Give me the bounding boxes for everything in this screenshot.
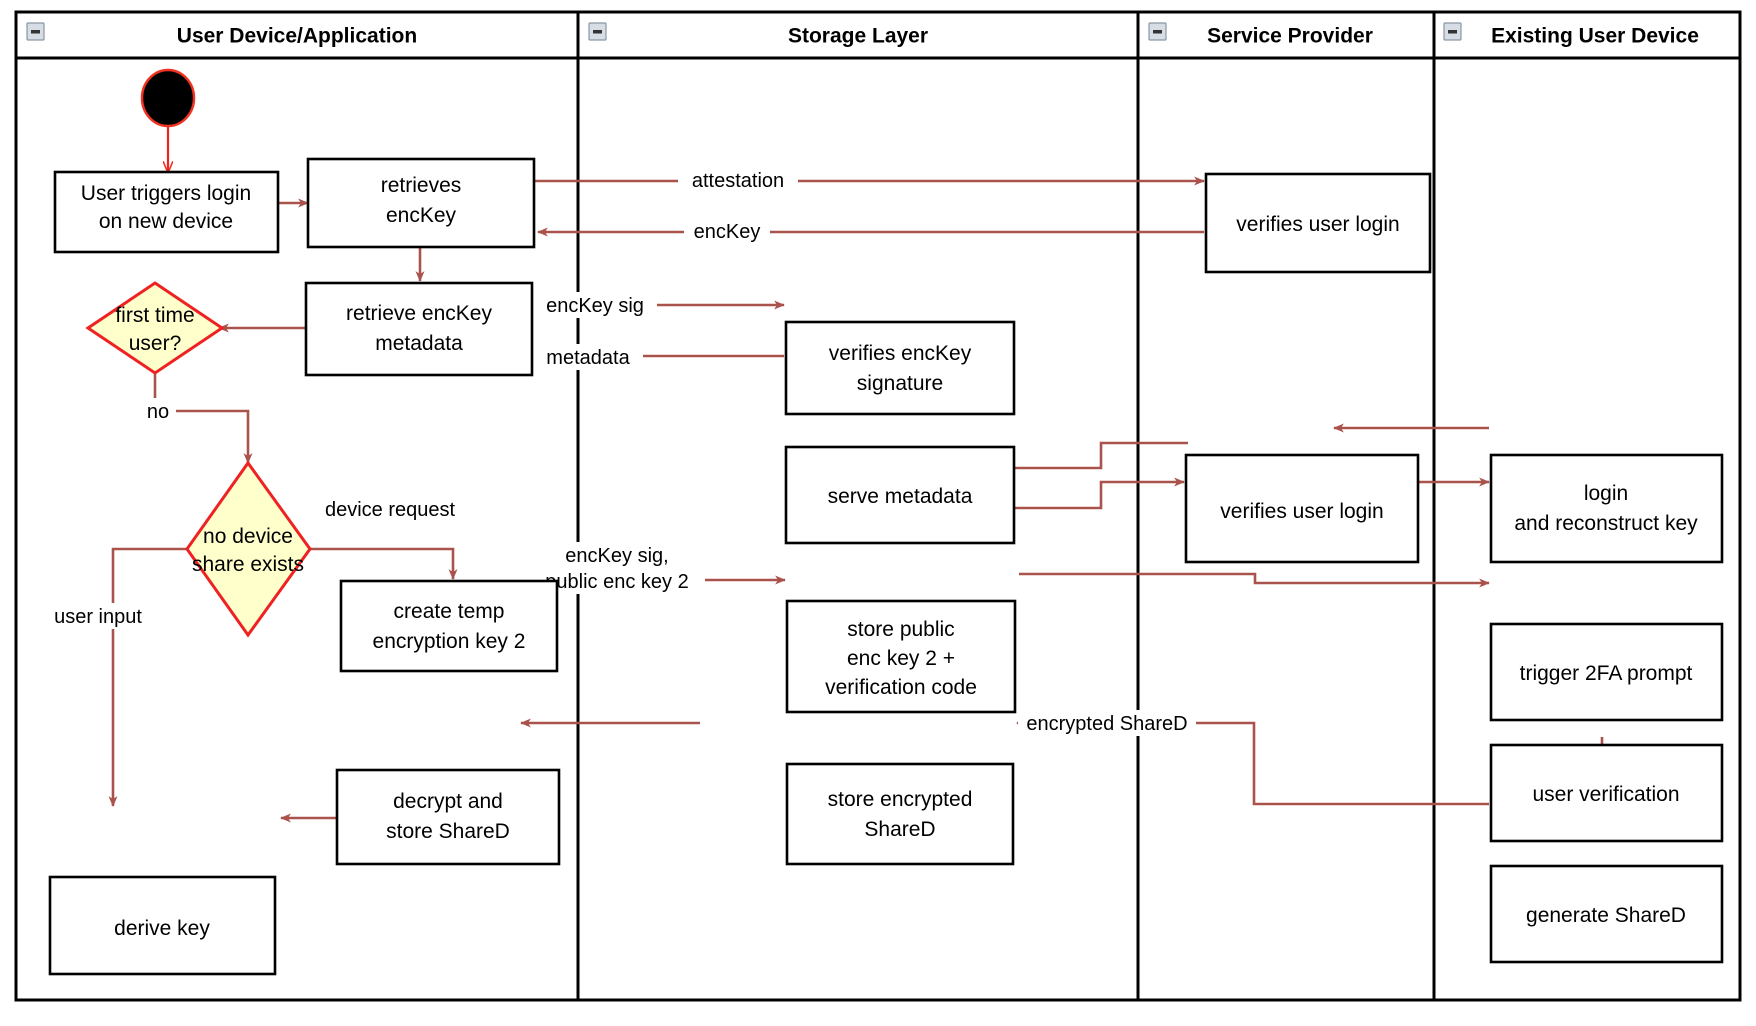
edge-label-enckey: encKey [694, 221, 761, 243]
node-label-line: verifies user login [1236, 213, 1399, 236]
node-label-line: signature [857, 372, 943, 395]
node-login-and-reconstruct-key[interactable]: login and reconstruct key [1489, 453, 1724, 564]
node-verifies-enckey-signature[interactable]: verifies encKey signature [784, 320, 1016, 416]
node-user-triggers-login[interactable]: User triggers login on new device [53, 170, 280, 254]
node-decrypt-and-store-shared[interactable]: decrypt and store ShareD [335, 768, 561, 866]
lane-header-existing-user-device: Existing User Device [1443, 22, 1699, 48]
node-derive-key[interactable]: derive key [48, 875, 277, 976]
lane-title-user-device: User Device/Application [177, 25, 417, 48]
lane-header-service-provider: Service Provider [1148, 22, 1373, 48]
node-store-public-enc-key-2[interactable]: store public enc key 2 + verification co… [785, 599, 1017, 714]
decision-label-line: first time [115, 304, 194, 327]
node-retrieves-enckey[interactable]: retrieves encKey [306, 157, 536, 249]
collapse-minus-icon[interactable] [1443, 22, 1462, 41]
node-retrieve-enckey-metadata[interactable]: retrieve encKey metadata [304, 281, 534, 377]
decision-label-line: share exists [192, 553, 304, 576]
lane-title-service-provider: Service Provider [1207, 25, 1373, 48]
node-label-line: encryption key 2 [373, 630, 526, 653]
edge-device-request [310, 547, 458, 580]
lane-title-storage-layer: Storage Layer [788, 25, 928, 48]
node-store-encrypted-shared[interactable]: store encrypted ShareD [785, 762, 1015, 866]
edge-label-enckey-sig-pubkey2-line1: encKey sig, [565, 545, 668, 567]
collapse-minus-icon[interactable] [588, 22, 607, 41]
collapse-minus-icon[interactable] [26, 22, 45, 41]
node-label-line: verifies user login [1220, 500, 1383, 523]
edge-labels-layer: attestation encKey encKey sig metadata n… [44, 167, 1196, 736]
node-verifies-user-login-1[interactable]: verifies user login [1204, 172, 1432, 274]
node-label-line: encKey [386, 204, 457, 227]
lane-header-user-device: User Device/Application [26, 22, 417, 48]
node-label-line: on new device [99, 210, 233, 233]
edge-label-metadata: metadata [546, 347, 630, 369]
node-label-line: login [1584, 482, 1628, 505]
node-label-line: metadata [375, 332, 463, 355]
node-label-line: store public [847, 618, 954, 641]
node-label-line: create temp [394, 600, 505, 623]
decision-label-line: user? [129, 332, 182, 355]
node-verifies-user-login-2[interactable]: verifies user login [1184, 453, 1420, 564]
node-user-verification[interactable]: user verification [1489, 743, 1724, 843]
edge-label-enckey-sig-pubkey2-line2: public enc key 2 [545, 571, 688, 593]
edge-label-device-request: device request [325, 499, 456, 521]
edge-user-input [108, 547, 187, 807]
node-label-line: verifies encKey [829, 342, 972, 365]
node-label-line: store ShareD [386, 820, 510, 843]
node-label-line: decrypt and [393, 790, 503, 813]
node-label-line: verification code [825, 676, 977, 699]
node-generate-shared[interactable]: generate ShareD [1489, 864, 1724, 964]
node-create-temp-encryption-key-2[interactable]: create temp encryption key 2 [339, 579, 559, 673]
node-label-line: derive key [114, 917, 210, 940]
edge-label-encrypted-shared: encrypted ShareD [1026, 713, 1187, 735]
decision-label-line: no device [203, 525, 293, 548]
node-no-device-share-exists[interactable]: no device share exists [185, 460, 312, 638]
node-first-time-user[interactable]: first time user? [85, 281, 225, 375]
node-serve-metadata[interactable]: serve metadata [784, 445, 1016, 545]
node-trigger-2fa-prompt[interactable]: trigger 2FA prompt [1489, 622, 1724, 722]
collapse-minus-icon[interactable] [1148, 22, 1167, 41]
node-label-line: store encrypted [828, 788, 973, 811]
node-label-line: serve metadata [828, 485, 973, 508]
node-label-line: user verification [1532, 783, 1679, 806]
node-label-line: trigger 2FA prompt [1520, 662, 1693, 685]
node-label-line: generate ShareD [1526, 904, 1686, 927]
node-label-line: retrieves [381, 174, 462, 197]
edge-label-user-input: user input [54, 606, 142, 628]
edge-label-enckey-sig: encKey sig [546, 295, 644, 317]
node-label-line: User triggers login [81, 182, 251, 205]
lane-title-existing-user-device: Existing User Device [1491, 25, 1699, 48]
node-label-line: and reconstruct key [1514, 512, 1698, 535]
edge-label-no: no [147, 401, 169, 423]
node-label-line: ShareD [864, 818, 935, 841]
edge-no-branch [153, 373, 253, 464]
node-label-line: retrieve encKey [346, 302, 492, 325]
node-label-line: enc key 2 + [847, 647, 955, 670]
edge-store-public-to-2fa [1019, 572, 1490, 588]
edge-label-attestation: attestation [692, 170, 784, 192]
lane-header-storage-layer: Storage Layer [588, 22, 928, 48]
start-node [140, 68, 196, 128]
